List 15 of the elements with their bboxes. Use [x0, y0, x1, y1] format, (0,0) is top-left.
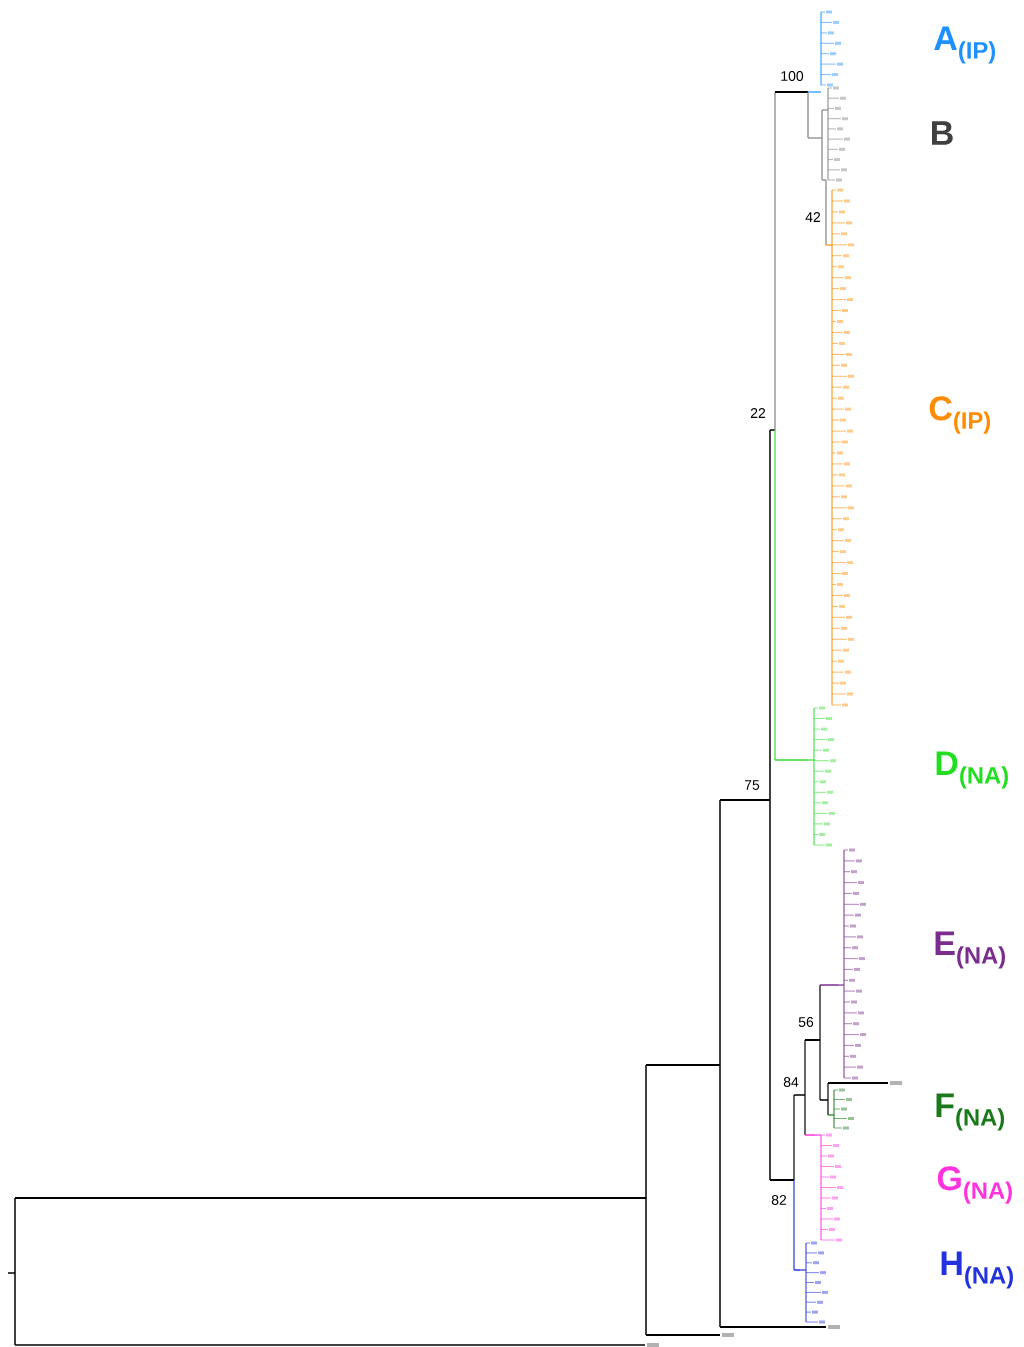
bootstrap-value: 42 — [805, 212, 821, 222]
bootstrap-value: 22 — [750, 408, 766, 418]
clade-label: F$_{(NA)}$ — [936, 1093, 1005, 1131]
bootstrap-value: 84 — [783, 1077, 799, 1087]
bootstrap-value: 82 — [771, 1195, 787, 1205]
clade-label: D$_{(NA)}$ — [936, 751, 1008, 789]
clade-label: E$_{(NA)}$ — [935, 931, 1005, 969]
bootstrap-value: 75 — [744, 780, 760, 790]
clade-label: H$_{(NA)}$ — [941, 1251, 1013, 1289]
clade-label: G$_{(NA)}$ — [937, 1166, 1012, 1204]
bootstrap-value: 56 — [798, 1017, 814, 1027]
bootstrap-value: 100 — [781, 71, 804, 81]
clade-label: A$_{(IP)}$ — [934, 26, 995, 64]
clade-label: B — [932, 121, 953, 145]
clade-label: C$_{(IP)}$ — [929, 396, 990, 434]
